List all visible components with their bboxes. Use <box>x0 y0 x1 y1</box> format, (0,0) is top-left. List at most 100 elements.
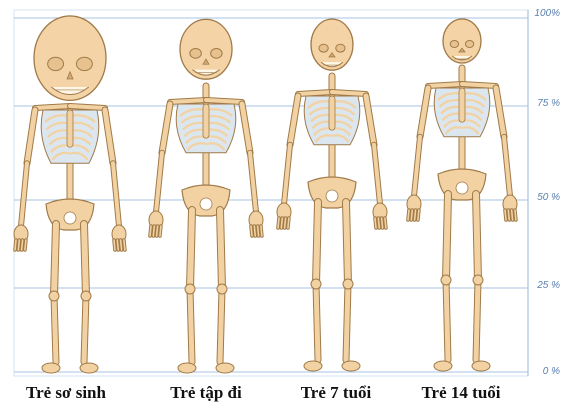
tibia-right <box>346 284 348 360</box>
finger <box>124 240 125 250</box>
scale-label-75: 75 % <box>520 98 560 109</box>
skeleton-0 <box>14 16 126 373</box>
foot-right <box>342 361 360 371</box>
finger <box>25 240 26 250</box>
finger <box>375 218 376 228</box>
femur-right <box>220 210 222 289</box>
femur-left <box>54 224 56 296</box>
finger <box>117 240 118 250</box>
scale-label-0: 0 % <box>520 366 560 377</box>
knee-right <box>217 284 227 294</box>
skeleton-group <box>14 16 517 373</box>
finger <box>512 210 513 220</box>
caption-newborn: Trẻ sơ sinh <box>2 380 130 406</box>
eye-socket-right <box>465 40 473 47</box>
finger <box>382 218 383 228</box>
tibia-left <box>54 296 56 362</box>
finger <box>411 210 412 220</box>
finger <box>378 218 379 228</box>
finger <box>285 218 286 228</box>
eye-socket-right <box>336 44 345 52</box>
tibia-right <box>476 280 478 360</box>
femur-right <box>346 202 348 284</box>
finger <box>261 226 262 236</box>
finger <box>160 226 161 236</box>
knee-left <box>49 291 59 301</box>
tibia-right <box>220 289 222 362</box>
eye-socket-left <box>319 44 328 52</box>
sternum <box>329 96 335 130</box>
finger <box>418 210 419 220</box>
finger <box>150 226 151 236</box>
foot-right <box>472 361 490 371</box>
finger <box>157 226 158 236</box>
femur-left <box>446 194 448 280</box>
caption-14-year-old: Trẻ 14 tuổi <box>402 380 520 406</box>
finger <box>278 218 279 228</box>
pelvis-opening <box>200 198 212 210</box>
pelvis-opening <box>64 212 76 224</box>
tibia-left <box>190 289 192 362</box>
caption-toddler: Trẻ tập đi <box>148 380 264 406</box>
clavicle-right <box>206 100 242 102</box>
finger <box>415 210 416 220</box>
eye-socket-left <box>48 57 64 70</box>
skeleton-3 <box>407 19 517 371</box>
foot-left <box>434 361 452 371</box>
eye-socket-right <box>211 48 222 58</box>
finger <box>508 210 509 220</box>
scale-label-100: 100% <box>520 8 560 19</box>
tibia-left <box>446 280 448 360</box>
skeleton-2 <box>277 19 387 371</box>
finger <box>18 240 19 250</box>
finger <box>281 218 282 228</box>
finger <box>505 210 506 220</box>
finger <box>288 218 289 228</box>
foot-right <box>80 363 98 373</box>
tibia-right <box>84 296 86 362</box>
knee-left <box>185 284 195 294</box>
finger <box>251 226 252 236</box>
foot-left <box>42 363 60 373</box>
eye-socket-left <box>450 40 458 47</box>
sternum <box>203 104 209 138</box>
finger <box>515 210 516 220</box>
eye-socket-right <box>76 57 92 70</box>
finger <box>153 226 154 236</box>
tibia-left <box>316 284 318 360</box>
foot-left <box>304 361 322 371</box>
caption-7-year-old: Trẻ 7 tuổi <box>282 380 390 406</box>
foot-right <box>216 363 234 373</box>
clavicle-left <box>170 100 206 102</box>
clavicle-right <box>70 106 105 108</box>
foot-left <box>178 363 196 373</box>
finger <box>121 240 122 250</box>
clavicle-left <box>298 92 332 94</box>
knee-right <box>473 275 483 285</box>
scale-label-50: 50 % <box>520 192 560 203</box>
eye-socket-left <box>190 48 201 58</box>
finger <box>15 240 16 250</box>
finger <box>114 240 115 250</box>
femur-left <box>316 202 318 284</box>
femur-right <box>84 224 86 296</box>
skeleton-1 <box>149 19 263 373</box>
knee-left <box>311 279 321 289</box>
finger <box>22 240 23 250</box>
finger <box>408 210 409 220</box>
knee-right <box>343 279 353 289</box>
clavicle-left <box>428 84 462 86</box>
scale-label-25: 25 % <box>520 280 560 291</box>
finger <box>385 218 386 228</box>
knee-right <box>81 291 91 301</box>
sternum <box>459 88 465 122</box>
clavicle-left <box>35 106 70 108</box>
clavicle-right <box>332 92 366 94</box>
pelvis-opening <box>456 182 468 194</box>
sternum <box>67 110 73 147</box>
finger <box>254 226 255 236</box>
finger <box>258 226 259 236</box>
femur-left <box>190 210 192 289</box>
